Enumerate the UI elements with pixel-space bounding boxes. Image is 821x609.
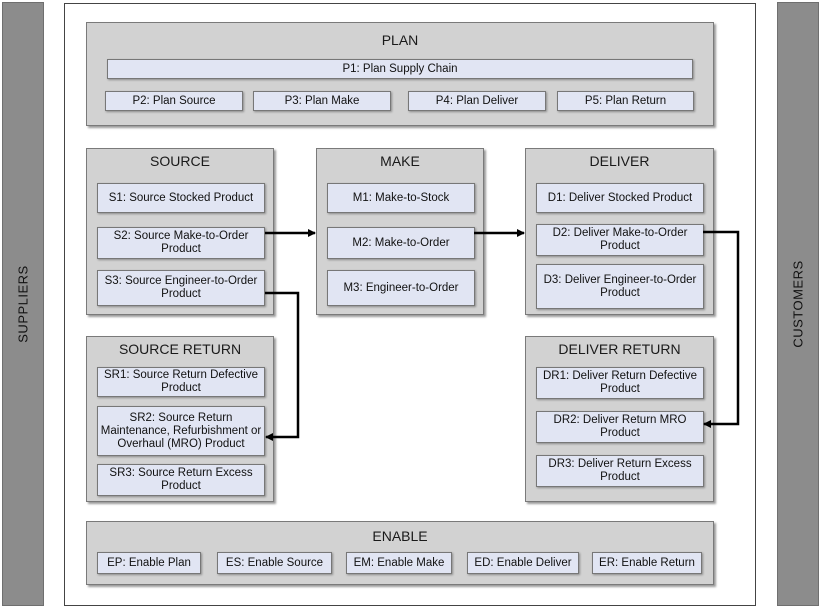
make-title: MAKE — [380, 153, 420, 169]
deliver-group: DELIVER D1: Deliver Stocked Product D2: … — [525, 148, 714, 315]
suppliers-bar: SUPPLIERS — [2, 2, 44, 606]
source-return-mro-box: SR2: Source Return Maintenance, Refurbis… — [97, 406, 265, 456]
plan-source-box: P2: Plan Source — [105, 91, 243, 111]
source-make-to-order-box: S2: Source Make-to-Order Product — [97, 227, 265, 259]
enable-source-box: ES: Enable Source — [217, 552, 332, 574]
deliver-return-excess-box: DR3: Deliver Return Excess Product — [536, 455, 704, 487]
deliver-return-defective-box: DR1: Deliver Return Defective Product — [536, 367, 704, 399]
enable-make-box: EM: Enable Make — [346, 552, 452, 574]
deliver-return-group: DELIVER RETURN DR1: Deliver Return Defec… — [525, 336, 714, 502]
plan-deliver-box: P4: Plan Deliver — [408, 91, 546, 111]
make-to-order-box: M2: Make-to-Order — [327, 227, 475, 259]
deliver-return-title: DELIVER RETURN — [558, 341, 681, 357]
make-to-stock-box: M1: Make-to-Stock — [327, 183, 475, 213]
deliver-stocked-box: D1: Deliver Stocked Product — [536, 183, 704, 213]
deliver-make-to-order-box: D2: Deliver Make-to-Order Product — [536, 224, 704, 256]
source-return-excess-box: SR3: Source Return Excess Product — [97, 464, 265, 496]
source-return-title: SOURCE RETURN — [118, 341, 242, 357]
plan-supply-chain-box: P1: Plan Supply Chain — [107, 59, 693, 79]
deliver-return-mro-box: DR2: Deliver Return MRO Product — [536, 411, 704, 443]
plan-title: PLAN — [381, 32, 419, 48]
enable-deliver-box: ED: Enable Deliver — [467, 552, 579, 574]
source-to-source-return-arrow — [265, 291, 300, 441]
source-stocked-box: S1: Source Stocked Product — [97, 183, 265, 213]
enable-group: ENABLE EP: Enable Plan ES: Enable Source… — [86, 521, 714, 585]
enable-title: ENABLE — [372, 528, 428, 544]
make-group: MAKE M1: Make-to-Stock M2: Make-to-Order… — [316, 148, 484, 315]
deliver-title: DELIVER — [589, 153, 650, 169]
source-group: SOURCE S1: Source Stocked Product S2: So… — [86, 148, 274, 315]
enable-return-box: ER: Enable Return — [592, 552, 702, 574]
source-return-group: SOURCE RETURN SR1: Source Return Defecti… — [86, 336, 274, 502]
deliver-engineer-to-order-box: D3: Deliver Engineer-to-Order Product — [536, 264, 704, 309]
source-title: SOURCE — [150, 153, 210, 169]
customers-bar: CUSTOMERS — [777, 2, 819, 606]
engineer-to-order-box: M3: Engineer-to-Order — [327, 270, 475, 306]
plan-group: PLAN P1: Plan Supply Chain P2: Plan Sour… — [86, 22, 714, 126]
plan-make-box: P3: Plan Make — [253, 91, 391, 111]
plan-return-box: P5: Plan Return — [557, 91, 694, 111]
enable-plan-box: EP: Enable Plan — [97, 552, 201, 574]
source-return-defective-box: SR1: Source Return Defective Product — [97, 367, 265, 397]
source-engineer-to-order-box: S3: Source Engineer-to-Order Product — [97, 270, 265, 306]
deliver-to-deliver-return-arrow — [703, 230, 740, 428]
